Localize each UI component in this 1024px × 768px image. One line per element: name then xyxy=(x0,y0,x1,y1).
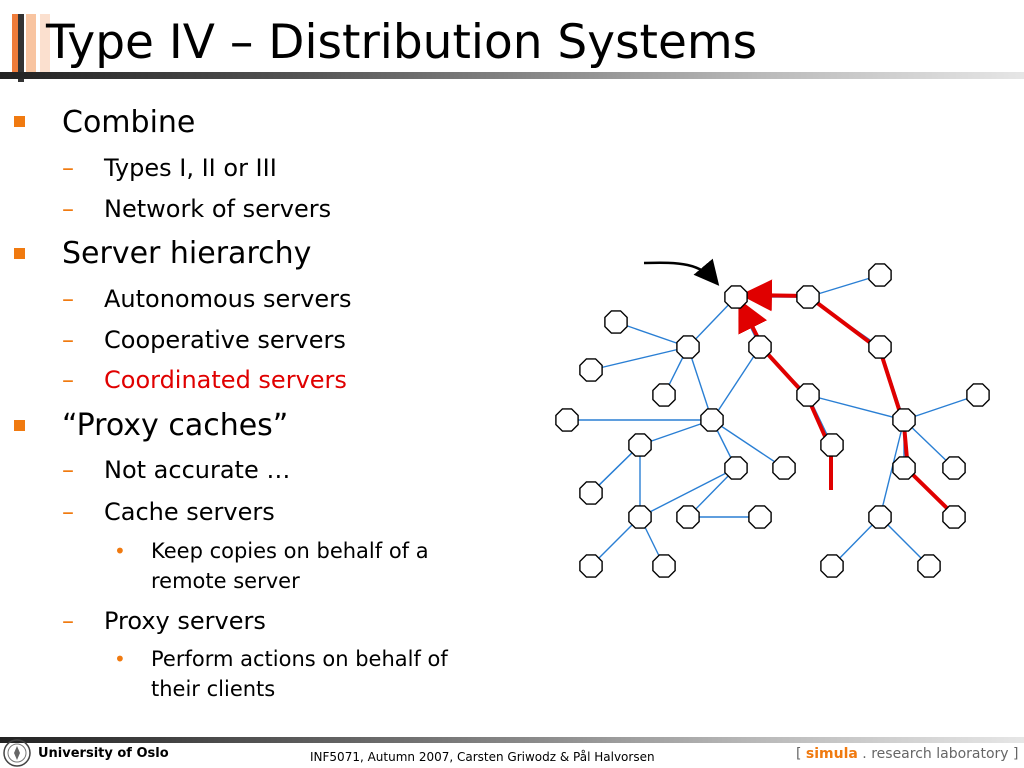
bullet-square-icon xyxy=(14,420,25,431)
network-link xyxy=(807,274,881,298)
network-links xyxy=(567,274,979,567)
lab-name: simula xyxy=(805,746,858,762)
slide-title: Type IV – Distribution Systems xyxy=(46,15,758,70)
lab-logo: [ simula . research laboratory ] xyxy=(796,746,1019,762)
item-perform-line2: their clients xyxy=(151,677,276,701)
dash-marker: – xyxy=(62,195,74,223)
network-link xyxy=(639,467,737,518)
server-node xyxy=(868,505,892,529)
server-node xyxy=(652,554,676,578)
bullet-hierarchy: Server hierarchy xyxy=(62,236,312,271)
lab-bracket: [ xyxy=(796,746,806,762)
sub-network: Network of servers xyxy=(104,195,332,223)
sub-proxy-servers: Proxy servers xyxy=(104,607,266,635)
server-node xyxy=(748,335,772,359)
server-node xyxy=(676,505,700,529)
bullet-proxy-caches: “Proxy caches” xyxy=(62,408,289,443)
dot-marker: • xyxy=(114,539,126,563)
server-node xyxy=(579,481,603,505)
server-node xyxy=(796,285,820,309)
dash-marker: – xyxy=(62,498,74,526)
server-node xyxy=(892,408,916,432)
dash-marker: – xyxy=(62,285,74,313)
coordinated-path xyxy=(740,279,956,517)
sub-cooperative: Cooperative servers xyxy=(104,326,346,354)
network-link xyxy=(903,394,979,421)
server-node xyxy=(772,456,796,480)
item-perform-line1: Perform actions on behalf of xyxy=(151,647,448,671)
sub-cache-servers: Cache servers xyxy=(104,498,275,526)
dash-marker: – xyxy=(62,326,74,354)
server-node xyxy=(942,505,966,529)
network-link xyxy=(639,419,713,446)
server-node xyxy=(820,554,844,578)
university-name: University of Oslo xyxy=(38,746,169,761)
course-info: INF5071, Autumn 2007, Carsten Griwodz & … xyxy=(310,750,655,764)
server-node xyxy=(628,433,652,457)
server-nodes xyxy=(555,263,990,578)
item-keep-copies-line2: remote server xyxy=(151,569,300,593)
bullet-square-icon xyxy=(14,248,25,259)
server-node xyxy=(917,554,941,578)
server-node xyxy=(748,505,772,529)
item-keep-copies-line1: Keep copies on behalf of a xyxy=(151,539,429,563)
title-divider xyxy=(0,72,1024,79)
server-node xyxy=(724,285,748,309)
server-node xyxy=(604,310,628,334)
university-seal-icon xyxy=(3,739,31,767)
network-link xyxy=(615,321,689,348)
dot-marker: • xyxy=(114,647,126,671)
server-node xyxy=(579,554,603,578)
server-node xyxy=(868,335,892,359)
dash-marker: – xyxy=(62,607,74,635)
network-link xyxy=(807,394,905,421)
sub-autonomous: Autonomous servers xyxy=(104,285,352,313)
dash-marker: – xyxy=(62,366,74,394)
network-link xyxy=(687,346,713,421)
server-node xyxy=(700,408,724,432)
network-link xyxy=(879,419,905,518)
network-link xyxy=(711,419,785,469)
title-accent-bars xyxy=(0,14,60,82)
bullet-square-icon xyxy=(14,116,25,127)
server-node xyxy=(820,433,844,457)
server-network-diagram xyxy=(555,258,990,578)
server-node xyxy=(628,505,652,529)
dash-marker: – xyxy=(62,154,74,182)
footer-divider xyxy=(0,737,1024,743)
sub-not-accurate: Not accurate … xyxy=(104,456,291,484)
server-node xyxy=(942,456,966,480)
dash-marker: – xyxy=(62,456,74,484)
network-link xyxy=(711,346,761,421)
sub-types: Types I, II or III xyxy=(104,154,277,182)
server-node xyxy=(676,335,700,359)
server-node xyxy=(868,263,892,287)
client-request-arrow xyxy=(643,258,720,286)
server-node xyxy=(966,383,990,407)
server-node xyxy=(579,358,603,382)
server-node xyxy=(555,408,579,432)
server-node xyxy=(652,383,676,407)
network-link xyxy=(590,346,689,371)
server-node xyxy=(724,456,748,480)
server-node xyxy=(892,456,916,480)
lab-suffix: . research laboratory ] xyxy=(857,746,1019,762)
server-node xyxy=(796,383,820,407)
bullet-combine: Combine xyxy=(62,105,196,140)
sub-coordinated: Coordinated servers xyxy=(104,366,347,394)
